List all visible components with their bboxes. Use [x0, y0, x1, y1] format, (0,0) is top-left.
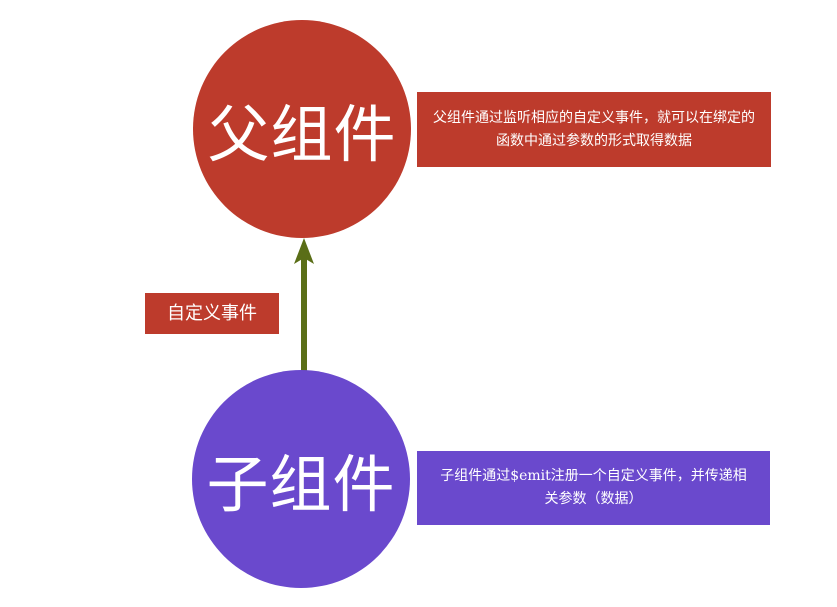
- event-arrow: [294, 238, 314, 372]
- parent-component-note-text: 父组件通过监听相应的自定义事件，就可以在绑定的函数中通过参数的形式取得数据: [433, 109, 755, 149]
- custom-event-label: 自定义事件: [145, 293, 279, 334]
- event-arrow-head: [294, 238, 314, 264]
- parent-component-note: 父组件通过监听相应的自定义事件，就可以在绑定的函数中通过参数的形式取得数据: [417, 92, 771, 167]
- parent-component-node: 父组件: [193, 20, 411, 238]
- parent-component-title: 父组件: [207, 98, 397, 171]
- child-component-note: 子组件通过$emit注册一个自定义事件，并传递相关参数（数据）: [417, 451, 770, 525]
- child-component-note-text: 子组件通过$emit注册一个自定义事件，并传递相关参数（数据）: [440, 468, 747, 507]
- custom-event-label-text: 自定义事件: [167, 303, 257, 324]
- child-component-title: 子组件: [206, 448, 396, 521]
- child-component-node: 子组件: [192, 370, 410, 588]
